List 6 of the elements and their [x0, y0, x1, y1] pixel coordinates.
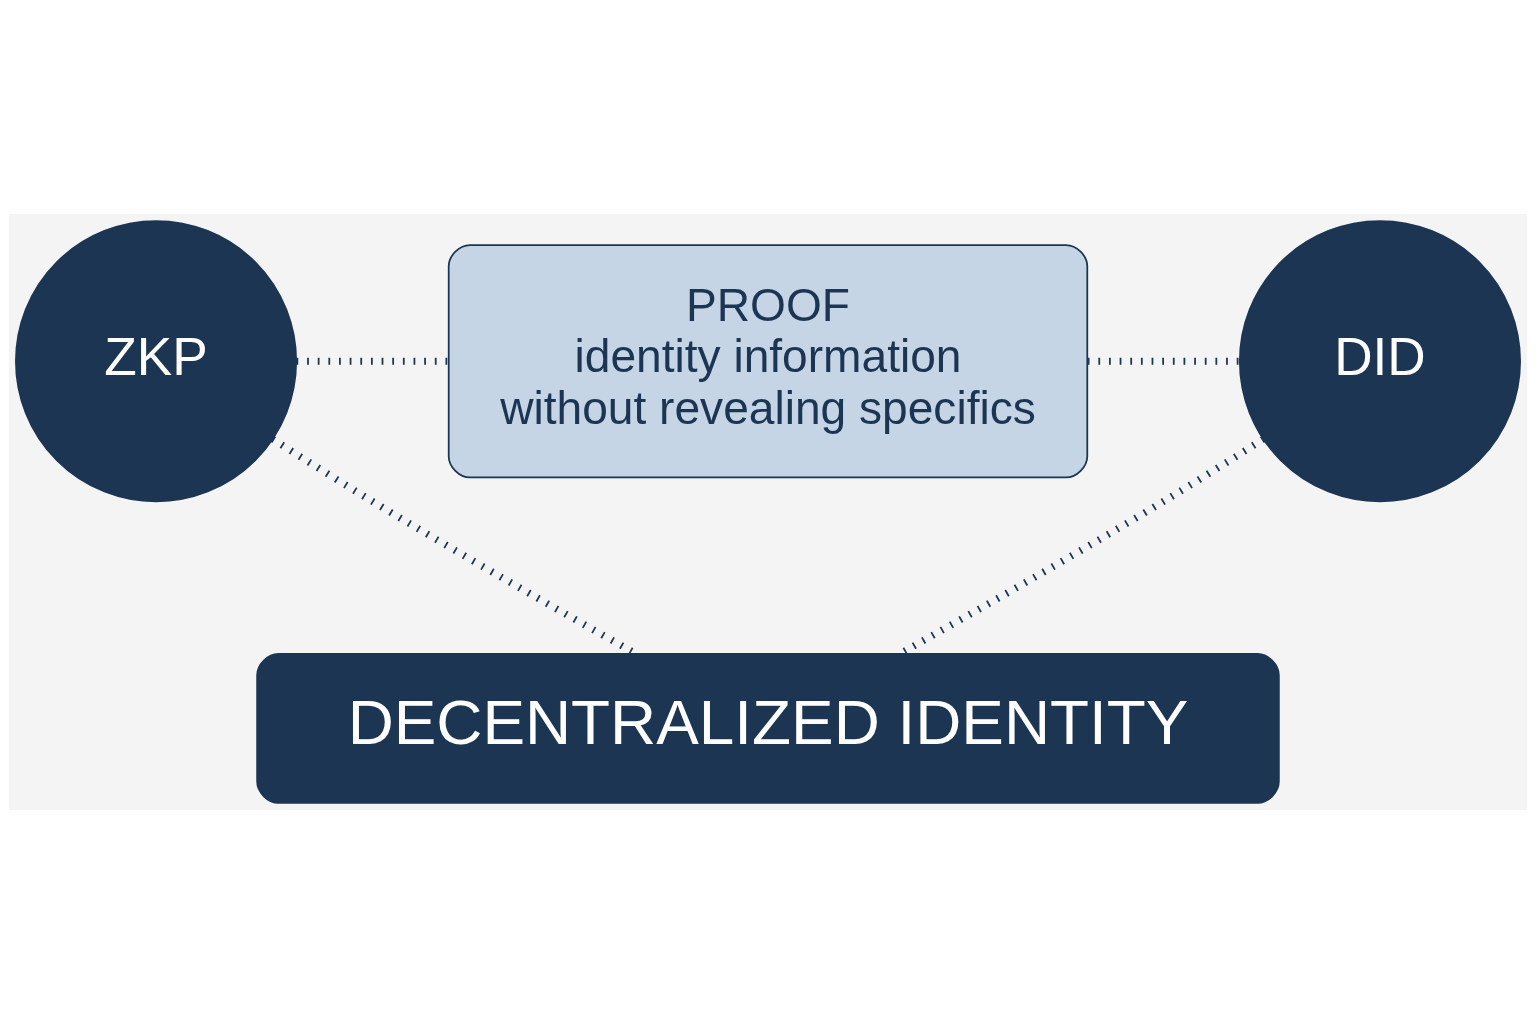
node-circle: ZKP: [15, 220, 298, 503]
node-box: DECENTRALIZED IDENTITY: [256, 653, 1280, 804]
connector: [1087, 357, 1240, 365]
node-circle: DID: [1238, 220, 1521, 503]
node-box: PROOF identity information without revealing specifics: [447, 244, 1089, 479]
connector: [296, 357, 449, 365]
